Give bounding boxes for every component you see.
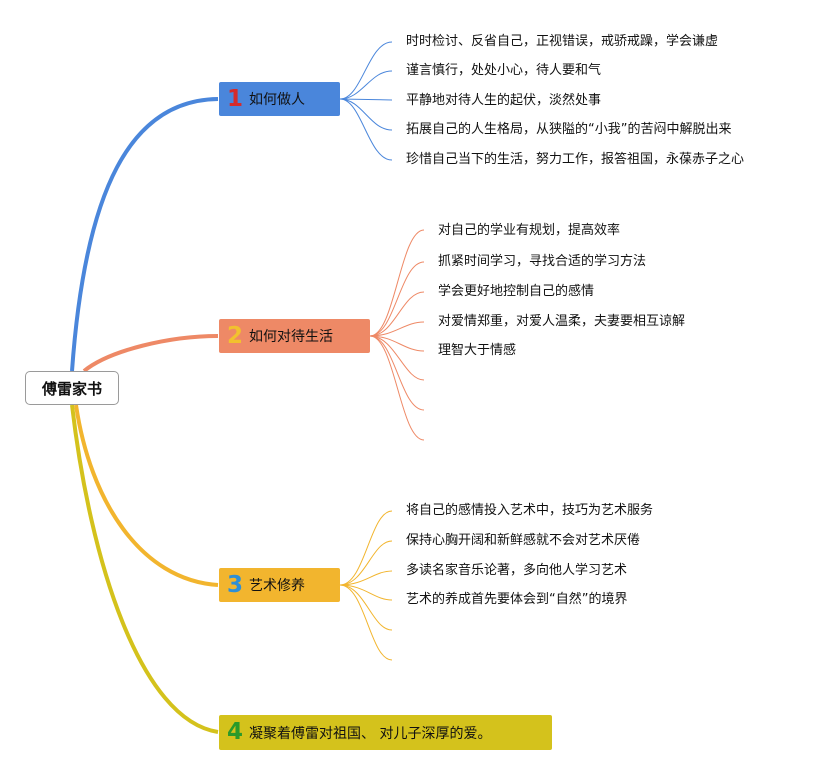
leaf-connectors-3 [339, 510, 393, 661]
topic-node-2[interactable]: 2 如何对待生活 [219, 319, 370, 353]
leaf-item[interactable]: 将自己的感情投入艺术中，技巧为艺术服务 [406, 503, 654, 518]
leaf-item[interactable]: 拓展自己的人生格局，从狭隘的“小我”的苦闷中解脱出来 [406, 122, 732, 137]
topic-label-4: 凝聚着傅雷对祖国、 对儿子深厚的爱。 [249, 725, 492, 742]
topic-node-3[interactable]: 3 艺术修养 [219, 568, 340, 602]
branch-connector-3 [74, 404, 219, 587]
leaf-item[interactable]: 理智大于情感 [438, 343, 517, 358]
topic-label-1: 如何做人 [249, 92, 306, 108]
leaf-item[interactable]: 艺术的养成首先要体会到“自然”的境界 [406, 592, 628, 607]
leaf-item[interactable]: 平静地对待人生的起伏，淡然处事 [406, 93, 602, 108]
topic-number-1: 1 [227, 85, 244, 112]
topic-label-2: 如何对待生活 [249, 329, 334, 345]
leaf-item[interactable]: 谨言慎行，处处小心，待人要和气 [406, 63, 602, 78]
branch-connector-1 [70, 97, 219, 372]
topic-number-4: 4 [227, 719, 244, 745]
leaf-item[interactable]: 对自己的学业有规划，提高效率 [438, 223, 621, 238]
topic-node-1[interactable]: 1 如何做人 [219, 82, 340, 116]
leaf-item[interactable]: 学会更好地控制自己的感情 [438, 284, 595, 299]
branch-connector-2 [82, 334, 219, 373]
leaf-item[interactable]: 珍惜自己当下的生活，努力工作，报答祖国，永葆赤子之心 [406, 152, 745, 167]
leaf-item[interactable]: 抓紧时间学习，寻找合适的学习方法 [438, 254, 647, 269]
leaf-connectors-1 [339, 41, 393, 161]
leaf-item[interactable]: 保持心胸开阔和新鲜感就不会对艺术厌倦 [406, 533, 641, 548]
leaf-item[interactable]: 对爱情郑重，对爱人温柔，夫妻要相互谅解 [438, 314, 686, 329]
topic-number-3: 3 [227, 571, 244, 598]
leaf-item[interactable]: 多读名家音乐论著，多向他人学习艺术 [406, 563, 628, 578]
root-node[interactable]: 傅雷家书 [25, 371, 119, 405]
branch-connector-4 [70, 404, 219, 734]
topic-node-4[interactable]: 4 凝聚着傅雷对祖国、 对儿子深厚的爱。 [219, 715, 552, 750]
leaf-item[interactable]: 时时检讨、反省自己，正视错误，戒骄戒躁，学会谦虚 [406, 34, 719, 49]
topic-number-2: 2 [227, 322, 244, 349]
leaf-connectors-2 [369, 229, 425, 441]
root-label: 傅雷家书 [41, 379, 102, 398]
topic-label-3: 艺术修养 [249, 578, 306, 594]
